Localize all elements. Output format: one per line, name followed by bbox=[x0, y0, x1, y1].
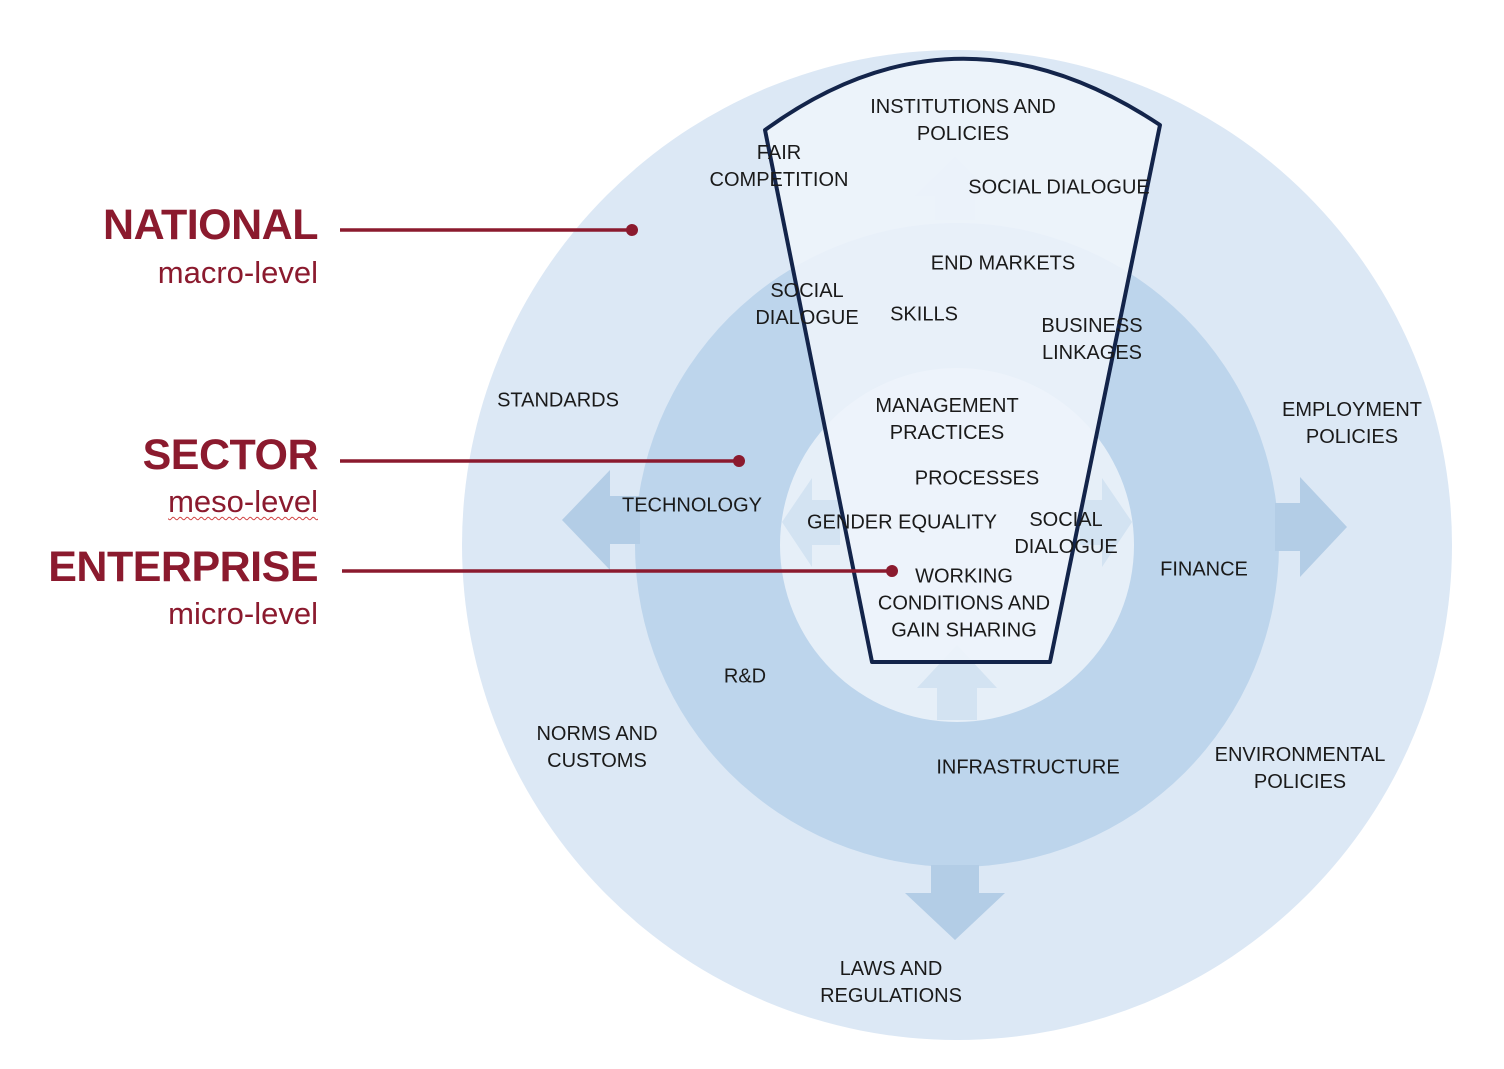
level-title-enterprise: ENTERPRISE bbox=[48, 543, 318, 591]
level-subtitle-national: macro-level bbox=[157, 255, 318, 290]
label-laws-regulations: LAWS AND REGULATIONS bbox=[820, 958, 962, 1007]
level-title-national: NATIONAL bbox=[103, 201, 318, 249]
label-standards: STANDARDS bbox=[497, 389, 619, 412]
label-finance: FINANCE bbox=[1160, 558, 1248, 581]
arrow-down-icon bbox=[905, 865, 1005, 940]
connector-enterprise-dot bbox=[886, 565, 898, 577]
label-gender-equality: GENDER EQUALITY bbox=[806, 511, 998, 534]
label-fair-competition: FAIR COMPETITION bbox=[709, 142, 849, 191]
label-social-dialogue-national: SOCIAL DIALOGUE bbox=[968, 176, 1150, 199]
label-end-markets: END MARKETS bbox=[930, 252, 1076, 275]
label-rnd: R&D bbox=[723, 665, 767, 688]
arrow-right-inner-icon bbox=[1080, 478, 1132, 567]
level-subtitle-sector: meso-level bbox=[168, 484, 318, 519]
enterprise-funnel bbox=[763, 56, 1162, 664]
arrow-right-icon bbox=[1275, 477, 1347, 577]
label-social-dialogue-sector: SOCIAL DIALOGUE bbox=[755, 280, 859, 329]
label-infrastructure: INFRASTRUCTURE bbox=[936, 756, 1120, 779]
arrow-left-inner-icon bbox=[782, 478, 840, 567]
label-technology: TECHNOLOGY bbox=[621, 494, 763, 517]
label-working-conditions: WORKING CONDITIONS AND GAIN SHARING bbox=[877, 565, 1051, 642]
label-institutions-policies: INSTITUTIONS AND POLICIES bbox=[870, 96, 1056, 145]
connector-national-dot bbox=[626, 224, 638, 236]
label-business-linkages: BUSINESS LINKAGES bbox=[1041, 315, 1143, 364]
label-employment-policies: EMPLOYMENT POLICIES bbox=[1281, 399, 1423, 448]
label-environmental-policies: ENVIRONMENTAL POLICIES bbox=[1214, 744, 1386, 793]
label-processes: PROCESSES bbox=[914, 467, 1040, 490]
label-norms-customs: NORMS AND CUSTOMS bbox=[536, 723, 658, 772]
arrow-up-lower-icon bbox=[917, 645, 997, 720]
label-management-practices: MANAGEMENT PRACTICES bbox=[875, 395, 1019, 444]
arrow-left-icon bbox=[562, 470, 640, 570]
label-skills: SKILLS bbox=[890, 303, 958, 326]
level-title-sector: SECTOR bbox=[142, 431, 319, 479]
level-subtitle-enterprise: micro-level bbox=[168, 596, 318, 631]
arrows-outer bbox=[562, 470, 1347, 940]
connector-sector-dot bbox=[733, 455, 745, 467]
label-social-dialogue-enterprise: SOCIAL DIALOGUE bbox=[1014, 509, 1118, 558]
